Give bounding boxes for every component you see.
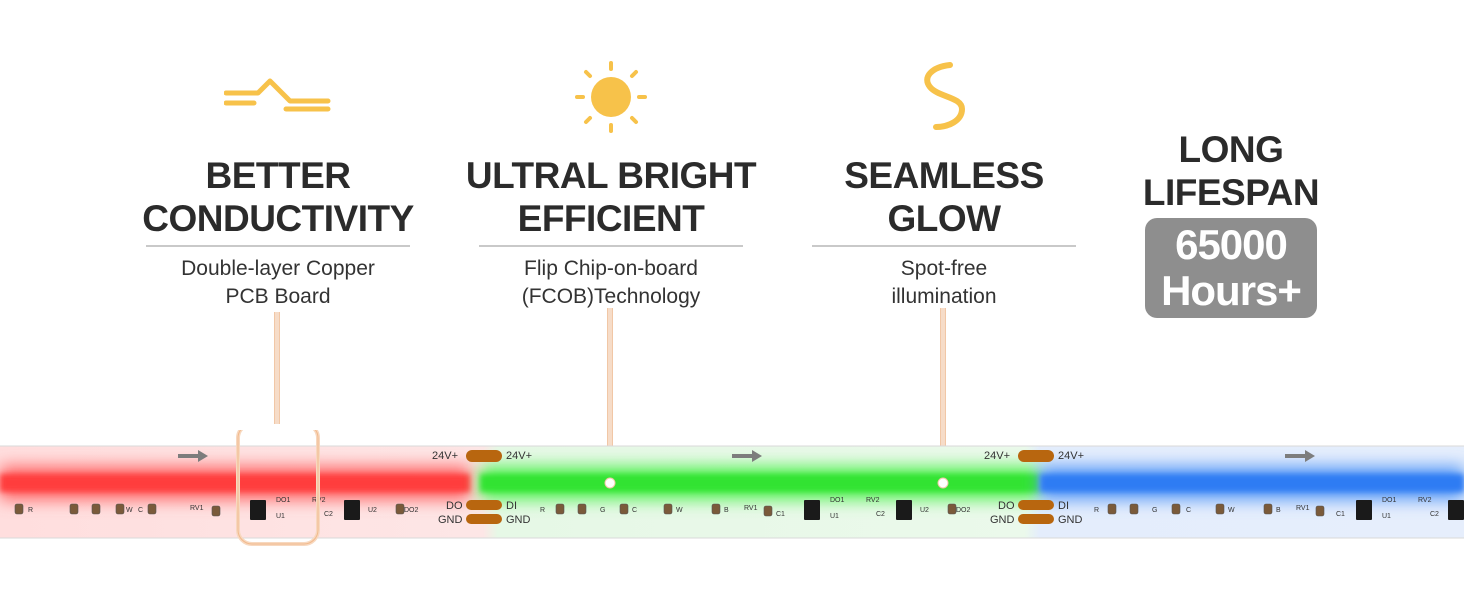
- component-label: U1: [1382, 513, 1391, 520]
- component-label: RV1: [190, 505, 204, 512]
- component-label: RV2: [1418, 497, 1432, 504]
- pad-label-ground: GND: [506, 514, 531, 526]
- component-label: G: [1152, 507, 1157, 514]
- component-label: U1: [276, 513, 285, 520]
- component-label: C2: [324, 511, 333, 518]
- component-label: C: [1186, 507, 1191, 514]
- leader-dot: [604, 477, 616, 489]
- sun-icon: [574, 61, 648, 133]
- pad-label-data-out: DO: [998, 500, 1015, 512]
- component-label: RV1: [1296, 505, 1310, 512]
- component-label: RV2: [866, 497, 880, 504]
- leader-dot: [937, 477, 949, 489]
- component-label: R: [1094, 507, 1099, 514]
- component-label: W: [1228, 507, 1235, 514]
- component-label: DO1: [276, 497, 291, 504]
- component-label: B: [724, 507, 729, 514]
- divider: [146, 245, 410, 247]
- direction-arrow-icon: [178, 450, 1315, 462]
- component-label: W: [126, 507, 133, 514]
- pad-label-ground: GND: [990, 514, 1015, 526]
- component-label: DO1: [1382, 497, 1397, 504]
- pad-label-power: 24V+: [432, 450, 458, 462]
- component-label: C: [138, 507, 143, 514]
- component-label: C: [632, 507, 637, 514]
- feature-description: Spot-free illumination: [891, 257, 997, 308]
- feature-title: BETTER CONDUCTIVITY: [142, 155, 414, 239]
- conductivity-wave-icon: [224, 62, 332, 132]
- feature-title: SEAMLESS GLOW: [844, 155, 1044, 239]
- s-curve-glow-icon: [914, 62, 974, 132]
- component-label: G: [600, 507, 605, 514]
- driver-ic-chips: [250, 500, 1464, 520]
- component-label: C2: [876, 511, 885, 518]
- pad-label-power: 24V+: [984, 450, 1010, 462]
- leader-line: [940, 308, 946, 480]
- feature-title: ULTRAL BRIGHT EFFICIENT: [465, 155, 757, 239]
- feature-description: Double-layer Copper PCB Board: [181, 257, 375, 308]
- feature-better-conductivity: BETTER CONDUCTIVITY Double-layer Copper …: [128, 0, 428, 311]
- feature-long-lifespan: LONG LIFESPAN 65000 Hours+: [1138, 128, 1324, 318]
- pad-label-data-out: DO: [446, 500, 463, 512]
- feature-seamless-glow: SEAMLESS GLOW Spot-free illumination: [794, 0, 1094, 311]
- pad-label-data-in: DI: [1058, 500, 1069, 512]
- pad-label-power: 24V+: [506, 450, 532, 462]
- component-label: R: [540, 507, 545, 514]
- pad-label-ground: GND: [438, 514, 463, 526]
- component-label: DO2: [404, 507, 419, 514]
- feature-description: Flip Chip-on-board (FCOB)Technology: [521, 257, 701, 308]
- pad-label-data-in: DI: [506, 500, 517, 512]
- component-label: DO1: [830, 497, 845, 504]
- component-label: W: [676, 507, 683, 514]
- component-label: C1: [776, 511, 785, 518]
- red-glow-segment: [0, 466, 470, 500]
- component-label: U2: [920, 507, 929, 514]
- component-label: DO2: [956, 507, 971, 514]
- feature-title: LONG LIFESPAN: [1142, 129, 1320, 213]
- leader-line: [274, 312, 280, 424]
- pad-label-ground: GND: [1058, 514, 1083, 526]
- divider: [812, 245, 1076, 247]
- component-label: U1: [830, 513, 839, 520]
- green-glow-segment: [480, 466, 1040, 500]
- lifespan-badge: 65000 Hours+: [1145, 218, 1317, 318]
- component-label: C1: [1336, 511, 1345, 518]
- divider: [479, 245, 743, 247]
- component-label: R: [28, 507, 33, 514]
- feature-ultral-bright: ULTRAL BRIGHT EFFICIENT Flip Chip-on-boa…: [461, 0, 761, 311]
- component-label: U2: [368, 507, 377, 514]
- component-label: C2: [1430, 511, 1439, 518]
- component-label: B: [1276, 507, 1281, 514]
- blue-glow-segment: [1040, 466, 1464, 500]
- leader-line: [607, 308, 613, 480]
- pad-label-power: 24V+: [1058, 450, 1084, 462]
- component-label: RV1: [744, 505, 758, 512]
- smd-components: [14, 503, 1325, 517]
- solder-pads: [466, 450, 1054, 524]
- led-strip: 24V+ 24V+ DO DI GND GND 24V+ 24V+ DO DI …: [0, 430, 1464, 546]
